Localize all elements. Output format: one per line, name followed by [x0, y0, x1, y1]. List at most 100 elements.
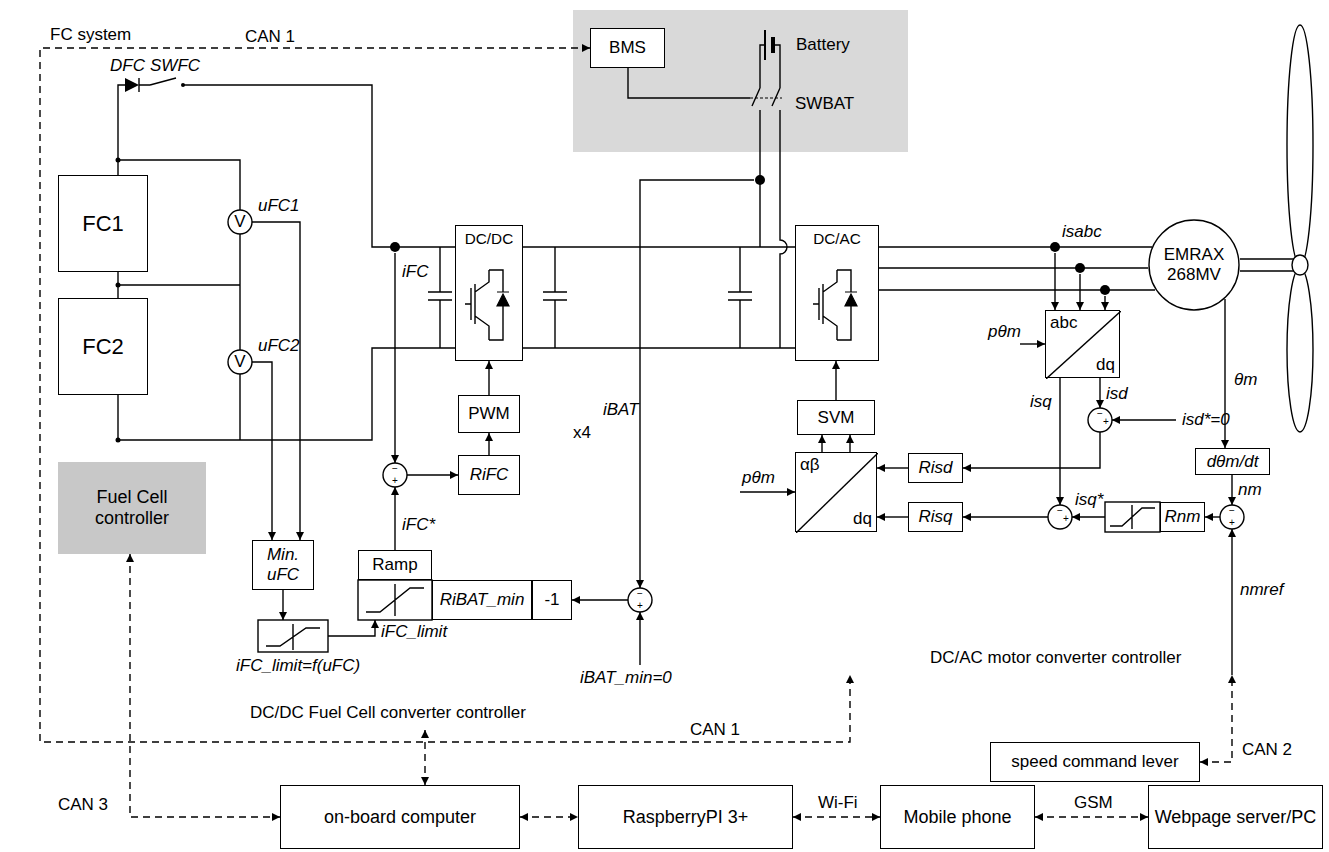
power-wire — [118, 348, 458, 440]
node-label: speed command lever — [1011, 752, 1178, 772]
signal-wire — [328, 620, 375, 636]
transform-block: αβdq — [795, 452, 877, 532]
signal-wire — [252, 222, 300, 540]
node-label: Min. uFC — [257, 545, 309, 584]
node-label: dq — [853, 509, 872, 529]
junction-sign: + — [1103, 417, 1109, 427]
bus-label: CAN 2 — [1240, 740, 1294, 760]
block-box: dθm/dt — [1195, 448, 1270, 475]
converter-box: DC/DC — [455, 225, 523, 361]
signal-connector — [821, 435, 822, 452]
power-wire — [1240, 259, 1295, 271]
signal-label: isq* — [1075, 490, 1103, 510]
signal-wire — [1079, 274, 1080, 310]
can-bus-link — [130, 554, 280, 817]
node-label: EMRAX 268MV — [1152, 245, 1236, 284]
signal-connector — [835, 361, 836, 400]
block-box: RiFC — [458, 455, 520, 495]
node-label: FC2 — [82, 334, 124, 359]
signal-label: pθm — [988, 322, 1021, 342]
split-line — [1046, 311, 1121, 379]
signal-connector — [488, 361, 489, 395]
junction-sign: + — [637, 601, 643, 611]
signal-wire — [849, 435, 850, 452]
signal-label: iFC* — [402, 515, 435, 535]
diode-symbol — [125, 78, 139, 92]
summing-junction — [1088, 408, 1112, 432]
block-box: FC1 — [58, 175, 148, 272]
propeller — [1292, 255, 1308, 275]
signal-label: V — [234, 212, 245, 232]
power-wire — [752, 45, 765, 247]
signal-wire — [252, 362, 272, 540]
signal-wire — [1059, 378, 1060, 505]
signal-label: iBAT — [603, 400, 639, 420]
converter-box: DC/AC — [795, 225, 879, 361]
signal-connector — [877, 516, 908, 517]
signal-label: V — [234, 352, 245, 372]
signal-wire — [252, 180, 1232, 675]
battery-symbol — [765, 30, 773, 60]
junction-sign: + — [1063, 514, 1069, 524]
region-fill — [42, 22, 222, 583]
node-label: Mobile phone — [903, 807, 1011, 828]
signal-wire — [640, 180, 754, 588]
can-bus-link — [793, 816, 880, 817]
limiter-block — [358, 580, 432, 620]
block-box: BMS — [590, 28, 665, 68]
region-fill — [730, 165, 1325, 675]
signal-label: isabc — [1062, 222, 1102, 242]
node-label: DC/AC — [813, 230, 861, 248]
block-box: on-board computer — [280, 785, 520, 849]
block-box: -1 — [532, 580, 572, 620]
signal-label: iFC_limit — [381, 622, 447, 642]
node-label: -1 — [544, 590, 559, 610]
signal-wire — [1104, 296, 1105, 310]
summing-junction — [1048, 505, 1072, 529]
node-label: on-board computer — [324, 807, 476, 828]
node-label: Rnm — [1165, 507, 1201, 527]
signal-label: CAN 1 — [245, 27, 295, 47]
limiter-block — [1110, 505, 1155, 529]
signal-wire — [740, 491, 795, 492]
region-panel: DC/AC motor converter controllerDC/ACSVM… — [730, 165, 1325, 675]
can-bus-link — [424, 730, 425, 785]
switch-actuator — [750, 97, 782, 98]
power-wire — [876, 247, 1155, 290]
signal-wire — [1231, 529, 1232, 675]
signal-wire — [394, 253, 395, 463]
power-wire — [520, 347, 798, 348]
battery-symbol — [771, 37, 775, 53]
node-label: Risd — [918, 458, 952, 478]
signal-wire — [1099, 378, 1100, 408]
signal-wire — [963, 516, 1048, 517]
voltmeter-symbol — [116, 158, 121, 163]
node-label: dq — [1096, 355, 1115, 375]
voltmeter-symbol — [228, 350, 252, 374]
limiter-block — [258, 502, 1160, 652]
node-label: abc — [1050, 313, 1077, 333]
node-label: RiFC — [470, 465, 509, 485]
summing-junction — [628, 588, 652, 612]
signal-wire — [1072, 516, 1105, 517]
signal-label: iFC_limit=f(uFC) — [236, 656, 360, 676]
motor-circle: EMRAX 268MV — [1148, 219, 1240, 311]
node-label: Ramp — [372, 555, 417, 575]
signal-label: SWBAT — [795, 94, 854, 114]
current-sensor — [755, 175, 765, 185]
signal-label: isq — [1030, 392, 1052, 412]
bus-label: Wi-Fi — [816, 793, 860, 813]
node-label: DC/DC — [465, 230, 513, 248]
switch-actuator — [628, 68, 782, 98]
signal-label: DFC — [110, 56, 145, 76]
voltmeter-symbol — [116, 438, 121, 443]
node-label: Risq — [918, 507, 952, 527]
region-heading: DC/DC Fuel Cell converter controller — [250, 703, 526, 723]
signal-connector — [877, 467, 908, 468]
limiter-block — [1105, 502, 1160, 532]
signal-wire — [282, 590, 283, 620]
block-box: Mobile phone — [880, 785, 1035, 849]
controller-box: Fuel Cell controller — [58, 462, 206, 554]
